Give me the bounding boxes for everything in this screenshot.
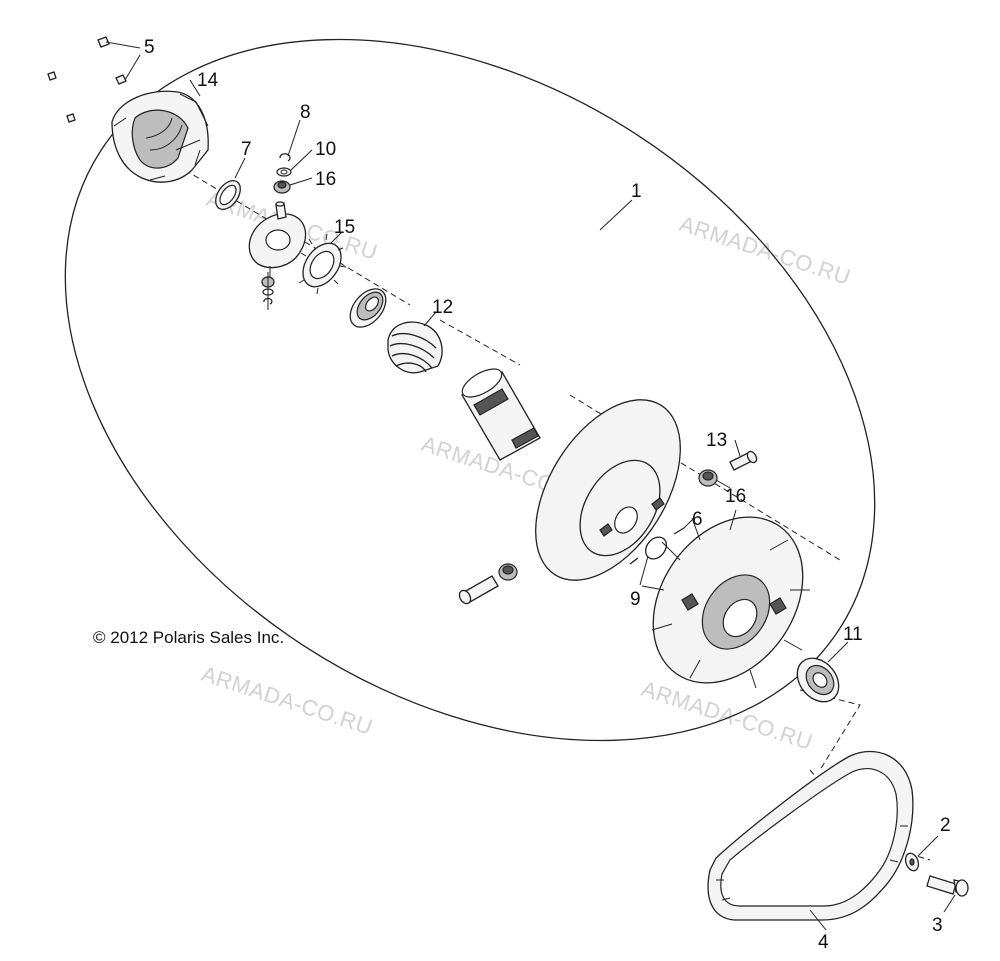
snap-ring-icon — [639, 536, 667, 586]
e-clip-icon — [279, 119, 301, 162]
leader-line-1 — [599, 199, 633, 231]
callout-label-16-lower: 16 — [725, 486, 746, 507]
callout-label-8: 8 — [300, 102, 311, 123]
callout-label-13: 13 — [706, 430, 727, 451]
callout-labels: 1 2 3 4 5 6 7 8 9 10 11 12 13 14 15 16 1… — [144, 37, 951, 953]
stationary-sheave-icon — [535, 399, 681, 581]
screw-icon — [47, 36, 141, 123]
callout-label-3: 3 — [932, 915, 943, 936]
pin-icon — [729, 439, 758, 471]
bushing-icon — [215, 157, 246, 210]
callout-label-5: 5 — [144, 37, 155, 58]
spring-retainer-icon — [298, 231, 347, 295]
washer-icon — [904, 835, 939, 872]
roller-icon — [698, 469, 731, 489]
bearing-icon — [796, 641, 849, 703]
callout-label-15: 15 — [334, 217, 355, 238]
watermark-text: ARMADA-CO.RU — [638, 676, 815, 755]
callout-label-12: 12 — [432, 297, 453, 318]
callout-label-10: 10 — [315, 139, 336, 160]
shaft-icon — [461, 368, 541, 461]
callout-label-4: 4 — [818, 932, 829, 953]
callout-label-14: 14 — [197, 70, 219, 91]
copyright-notice: © 2012 Polaris Sales Inc. — [93, 628, 284, 647]
drive-belt-icon — [707, 750, 914, 931]
washer-icon — [276, 149, 313, 177]
watermarks: ARMADA-CO.RU ARMADA-CO.RU ARMADA-CO.RU A… — [198, 186, 853, 755]
seal-icon — [349, 288, 387, 328]
callout-label-7: 7 — [241, 139, 252, 160]
roller-icon — [273, 177, 313, 194]
callout-label-11: 11 — [843, 624, 863, 645]
watermark-text: ARMADA-CO.RU — [676, 211, 853, 290]
bolt-icon — [926, 875, 969, 913]
callout-label-9: 9 — [630, 589, 641, 610]
callout-label-1: 1 — [631, 181, 642, 202]
callout-label-2: 2 — [940, 815, 951, 836]
spider-icon — [248, 201, 307, 310]
callout-label-6: 6 — [692, 509, 703, 530]
bolt-icon — [458, 563, 518, 605]
moveable-sheave-icon — [641, 509, 810, 689]
helix-cover-icon — [111, 79, 209, 183]
callout-label-16-top: 16 — [315, 169, 336, 190]
assembly-outline — [64, 38, 876, 742]
pin-icon — [629, 519, 693, 565]
spring-icon — [387, 311, 443, 374]
